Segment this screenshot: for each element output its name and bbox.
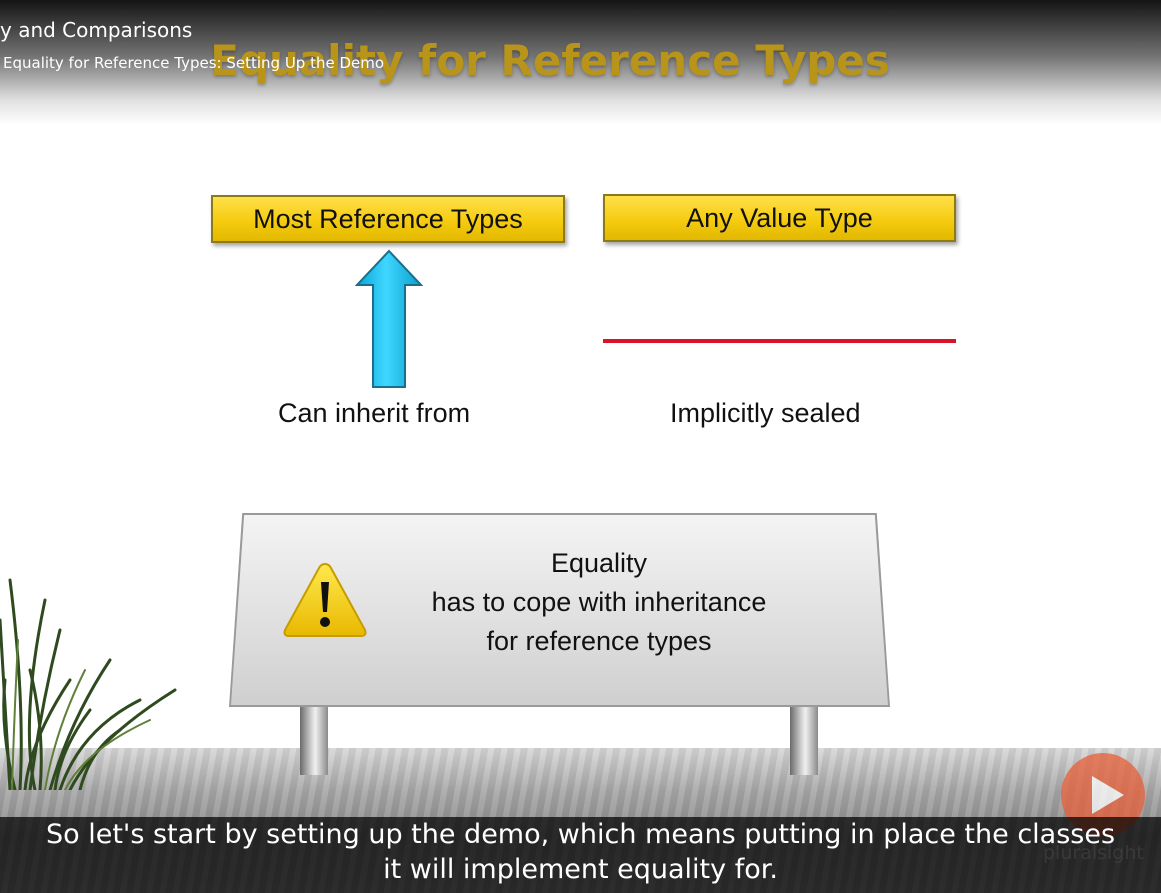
sign-line-1: Equality — [550, 548, 648, 578]
play-icon[interactable] — [1060, 752, 1146, 838]
any-value-type-box: Any Value Type — [603, 194, 956, 242]
up-arrow-icon — [355, 249, 423, 388]
sign-line-2: has to cope with inheritance — [431, 587, 767, 617]
clip-title: Equality for Reference Types: Setting Up… — [3, 54, 385, 72]
sign-post-left — [300, 700, 328, 775]
any-value-type-label: Any Value Type — [686, 202, 873, 233]
grass-illustration — [0, 578, 177, 790]
sign-post-right — [790, 700, 818, 775]
most-reference-types-box: Most Reference Types — [211, 195, 565, 243]
sign-line-3: for reference types — [486, 626, 712, 656]
warning-icon — [283, 562, 367, 637]
sealed-barrier-line — [603, 339, 956, 343]
subtitle-line-2: it will implement equality for. — [383, 854, 778, 885]
title-overlay — [0, 0, 1161, 125]
slide-title: Equality for Reference Types — [210, 36, 890, 85]
course-title: y and Comparisons — [0, 18, 193, 42]
can-inherit-caption: Can inherit from — [278, 398, 471, 428]
subtitle-line-1: So let's start by setting up the demo, w… — [45, 819, 1116, 850]
implicitly-sealed-caption: Implicitly sealed — [670, 398, 861, 428]
subtitle-bar: So let's start by setting up the demo, w… — [0, 817, 1161, 893]
most-reference-types-label: Most Reference Types — [253, 203, 523, 234]
